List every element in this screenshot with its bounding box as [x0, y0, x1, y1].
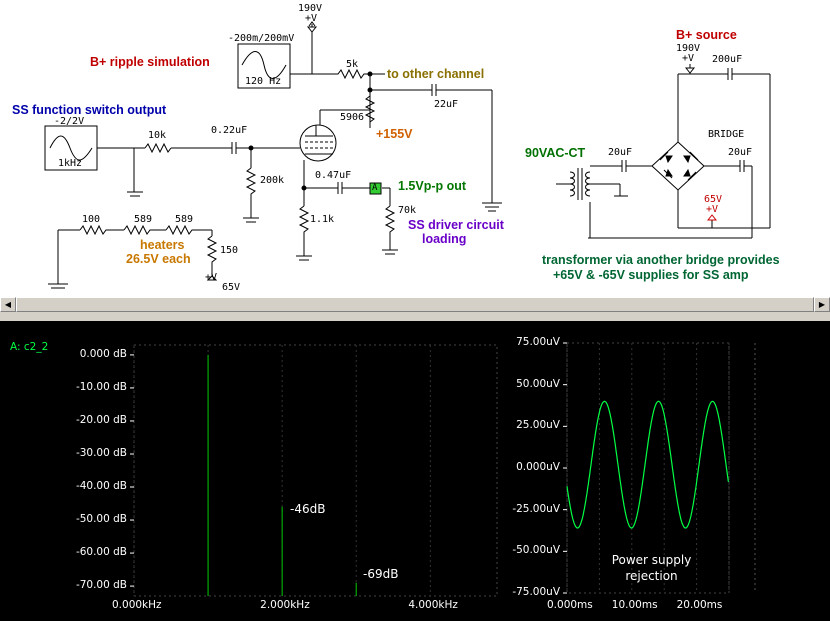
r150-label: 150: [220, 245, 239, 256]
r1k1-label: 1.1k: [310, 214, 335, 225]
r200k-label: 200k: [260, 175, 285, 186]
spectrum-y-tick: -60.00 dB: [75, 546, 127, 559]
r589a-label: 589: [134, 214, 153, 225]
loading-label: loading: [422, 232, 467, 246]
v190-right-label: 190V: [676, 43, 701, 54]
v190-right-plus-v: +V: [682, 53, 695, 64]
spectrum-y-tick: -70.00 dB: [75, 579, 127, 592]
schematic-canvas[interactable]: 190V +V -200m/200mV 120 Hz B+ ripple sim…: [0, 0, 830, 296]
time-y-tick: 50.00uV: [516, 377, 560, 390]
c200-label: 200uF: [712, 54, 743, 65]
spectrum-y-tick: -30.00 dB: [75, 446, 127, 459]
transformer-line2: +65V & -65V supplies for SS amp: [553, 268, 749, 282]
spectrum-y-tick: -40.00 dB: [75, 480, 127, 492]
heaters-each-label: 26.5V each: [126, 252, 191, 266]
time-y-tick: -25.00uV: [512, 502, 560, 515]
c022-label: 0.22uF: [211, 125, 248, 136]
time-y-tick: 25.00uV: [516, 419, 560, 432]
c20b-label: 20uF: [728, 147, 753, 158]
r5k-label: 5k: [346, 59, 359, 70]
plus155-label: +155V: [376, 127, 413, 141]
time-x-tick: 0.000ms: [547, 599, 593, 611]
scroll-right-icon[interactable]: ▶: [814, 297, 830, 312]
time-y-tick: -50.00uV: [512, 544, 560, 557]
time-x-tick: 20.00ms: [676, 599, 723, 611]
annotation-46db: -46dB: [290, 502, 326, 516]
schematic-wiring: [44, 21, 771, 289]
c20a-label: 20uF: [608, 147, 633, 158]
pane-divider[interactable]: [0, 312, 830, 321]
time-x-axis: 0.000ms 10.00ms 20.00ms: [500, 321, 830, 621]
annotation-69db: -69dB: [363, 567, 399, 581]
analysis-panel: A: c2_2 0.000 dB -10.00 dB -20.00 dB -30.00…: [0, 321, 830, 621]
spectrum-x-tick: 4.000kHz: [408, 599, 458, 611]
psr-line1: Power supply: [611, 553, 692, 567]
v65-red-label: 65V: [704, 194, 723, 205]
ss-driver-label: SS driver circuit: [408, 218, 504, 232]
spectrum-frame: [133, 344, 498, 597]
r70k-label: 70k: [398, 205, 417, 216]
to-other-channel-label: to other channel: [387, 67, 485, 81]
scroll-left-icon[interactable]: ◀: [0, 297, 16, 312]
r100-label: 100: [82, 214, 101, 225]
heater-plus-v-label: +V: [205, 272, 218, 283]
v65-label: 65V: [222, 282, 241, 293]
time-y-axis: 75.00uV 50.00uV 25.00uV 0.000uV -25.00uV -50.…: [500, 321, 564, 621]
psr-line2: rejection: [625, 569, 678, 583]
tube-label: 5906: [340, 112, 365, 123]
r589b-label: 589: [175, 214, 194, 225]
sig-range-label: -2/2V: [54, 116, 85, 127]
time-y-tick: -75.00uV: [512, 586, 560, 598]
time-y-tick: 0.000uV: [516, 461, 560, 473]
probe-a-marker[interactable]: [369, 182, 382, 195]
spectrum-y-tick: -10.00 dB: [75, 380, 127, 393]
supply-190v-label: 190V: [298, 3, 323, 14]
node-a-label: A: [372, 183, 378, 193]
bridge-label: BRIDGE: [708, 129, 745, 140]
vac-label: 90VAC-CT: [525, 146, 586, 160]
ripple-source[interactable]: [237, 43, 291, 89]
v65-red-plus-v: +V: [706, 204, 719, 215]
spectrum-y-tick: -50.00 dB: [75, 513, 127, 526]
spectrum-x-tick: 2.000kHz: [260, 599, 310, 611]
c047-label: 0.47uF: [315, 170, 352, 181]
sig-freq-label: 1kHz: [58, 158, 83, 169]
scroll-thumb[interactable]: [16, 297, 814, 312]
vpp-label: 1.5Vp-p out: [398, 179, 467, 193]
supply-plus-v-label: +V: [305, 13, 318, 24]
ss-function-label: SS function switch output: [12, 103, 167, 117]
spectrum-y-tick: 0.000 dB: [79, 347, 127, 360]
c22-label: 22uF: [434, 99, 459, 110]
b-source-label: B+ source: [676, 28, 737, 42]
time-trace: [566, 400, 729, 529]
heaters-label: heaters: [140, 238, 185, 252]
spectrum-y-axis: 0.000 dB -10.00 dB -20.00 dB -30.00 dB -40.0…: [0, 321, 130, 621]
trace-label: A: c2_2: [10, 341, 49, 353]
ripple-range-label: -200m/200mV: [228, 33, 295, 44]
horizontal-scrollbar[interactable]: ◀ ▶: [0, 296, 830, 312]
time-y-tick: 75.00uV: [516, 336, 560, 348]
b-ripple-label: B+ ripple simulation: [90, 55, 210, 69]
spectrum-x-tick: 0.000kHz: [112, 599, 162, 611]
time-x-tick: 10.00ms: [611, 599, 658, 611]
ripple-freq-label: 120 Hz: [245, 76, 282, 87]
spectrum-x-axis: 0.000kHz 2.000kHz 4.000kHz: [0, 321, 500, 621]
r10k-label: 10k: [148, 130, 167, 141]
transformer-line1: transformer via another bridge provides: [542, 253, 780, 267]
scope-plots: [130, 342, 756, 597]
spectrum-y-tick: -20.00 dB: [75, 413, 127, 426]
